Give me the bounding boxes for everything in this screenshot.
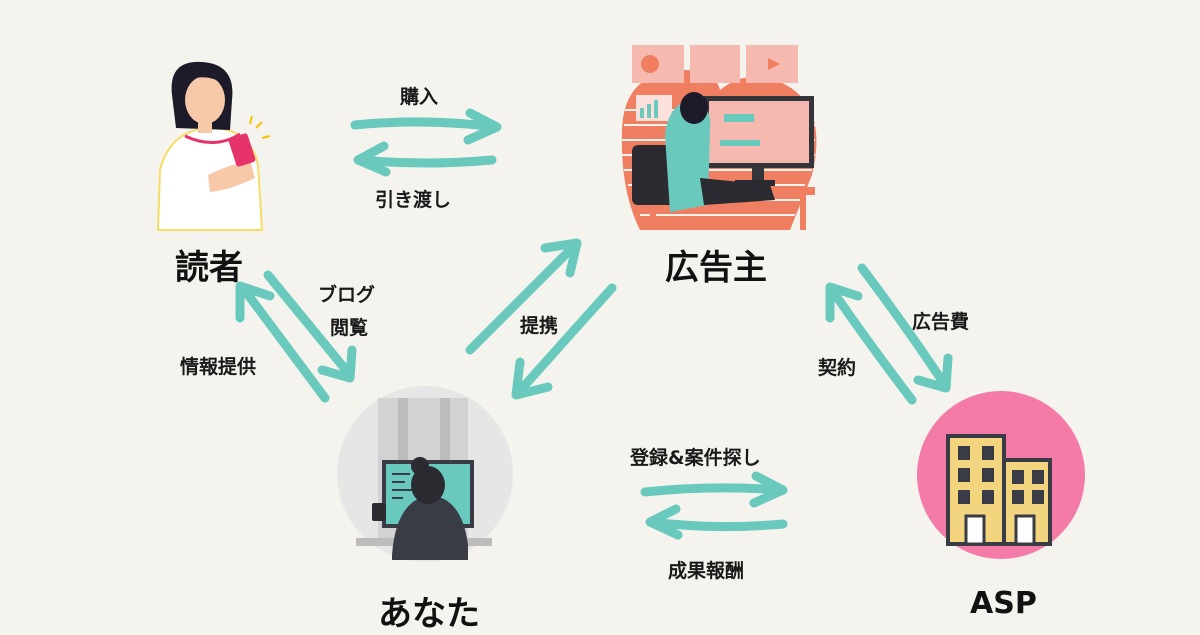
edge-label-purchase: 購入 <box>400 86 439 108</box>
reader-label: 読者 <box>175 248 243 288</box>
arrow-you-to-reader <box>235 281 330 403</box>
edge-label-partnership: 提携 <box>520 315 559 337</box>
you-label: あなた <box>378 594 480 634</box>
arrow-advertiser-to-you <box>511 283 617 400</box>
arrow-you-to-advertiser <box>465 238 582 355</box>
asp-label: ASP <box>970 586 1037 621</box>
arrow-you-to-asp <box>640 471 788 508</box>
edge-label-ad-fee: 広告費 <box>912 311 970 333</box>
edge-label-reward: 成果報酬 <box>668 560 745 582</box>
edge-label-info: 情報提供 <box>180 356 257 378</box>
edge-label-read: 閲覧 <box>330 317 369 339</box>
arrow-advertiser-to-reader <box>353 141 497 177</box>
arrow-reader-to-you <box>263 270 357 383</box>
woman-at-computer-icon <box>621 45 817 230</box>
arrow-asp-to-you <box>645 504 788 540</box>
edge-label-delivery: 引き渡し <box>375 189 452 211</box>
arrow-asp-to-advertiser <box>825 282 917 405</box>
blogger-at-desk-icon <box>337 386 513 562</box>
arrow-reader-to-advertiser <box>350 108 502 145</box>
woman-with-phone-icon <box>156 61 271 231</box>
edge-label-blog: ブログ <box>318 284 376 306</box>
office-building-icon <box>917 391 1085 559</box>
advertiser-label: 広告主 <box>665 248 767 288</box>
edge-label-contract: 契約 <box>818 357 857 379</box>
edge-label-register: 登録&案件探し <box>630 447 761 469</box>
arrow-advertiser-to-asp <box>857 263 953 393</box>
